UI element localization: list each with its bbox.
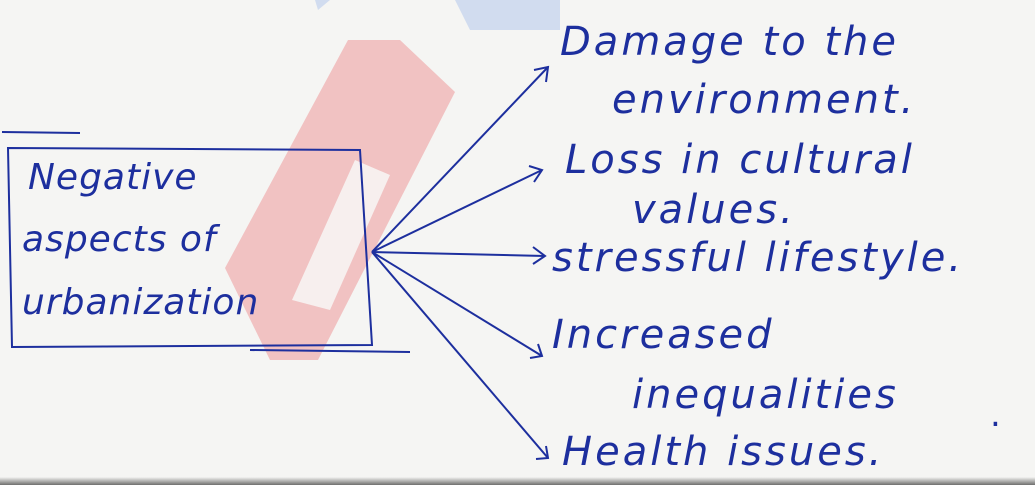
central-box-line-2: aspects of	[22, 219, 217, 260]
branch-increased-dot: .	[990, 395, 1001, 435]
central-box-bottom-line	[249, 349, 411, 353]
branch-stressful-line-1: stressful lifestyle.	[552, 235, 965, 281]
central-box-underline	[1, 131, 81, 134]
arrow-stressful	[371, 246, 547, 265]
central-box-line-3: urbanization	[22, 282, 260, 323]
branch-increased-line-1: Increased	[552, 312, 775, 358]
central-box-outline	[6, 146, 374, 349]
branch-damage-line-1: Damage to the	[560, 19, 900, 65]
photo-bottom-edge	[0, 477, 1035, 485]
central-box-line-1: Negative	[28, 157, 198, 198]
branch-loss-line-1: Loss in cultural	[565, 137, 915, 183]
arrow-increased	[371, 251, 544, 359]
branch-increased-line-2: inequalities	[632, 372, 899, 418]
arrow-health	[371, 251, 550, 460]
branch-health-line-1: Health issues.	[562, 429, 885, 475]
arrow-loss	[371, 165, 544, 253]
branch-damage-line-2: environment.	[612, 77, 917, 123]
branch-loss-line-2: values.	[632, 187, 796, 233]
arrow-damage	[371, 65, 550, 253]
